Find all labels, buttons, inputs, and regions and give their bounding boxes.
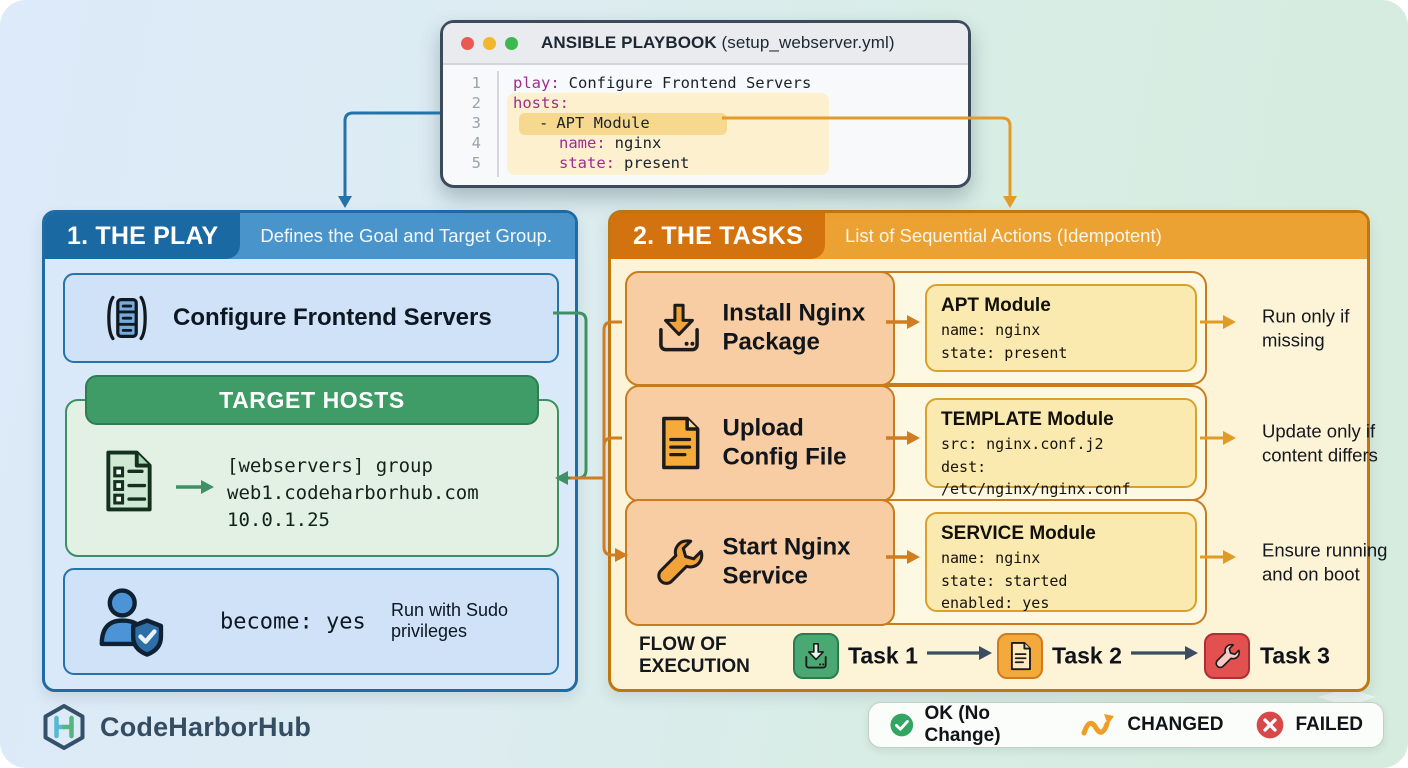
flow-step3-label: Task 3 — [1260, 642, 1330, 669]
code-line-1: 1 play: Configure Frontend Servers — [443, 73, 968, 93]
download-icon — [801, 641, 831, 671]
task-row-install-nginx: Install Nginx Package APT Module name: n… — [624, 270, 1349, 386]
yaml-dash: - — [539, 114, 549, 132]
line-number: 1 — [471, 74, 481, 92]
yaml-key: play: — [513, 74, 560, 92]
code-line-5: 5 state: present — [443, 153, 968, 173]
task3-module-title: SERVICE Module — [941, 523, 1096, 544]
code-window-titlebar: ANSIBLE PLAYBOOK (setup_webserver.yml) — [443, 23, 968, 65]
connector-play — [343, 111, 440, 197]
task3-module-code: name: nginx state: started enabled: yes — [941, 549, 1068, 612]
tasks-panel-header: 2. THE TASKS List of Sequential Actions … — [611, 213, 1367, 259]
task3-caption: Ensure running and on boot — [1262, 539, 1388, 584]
legend-changed: CHANGED — [1081, 710, 1223, 740]
tasks-panel: 2. THE TASKS List of Sequential Actions … — [608, 210, 1387, 692]
legend-failed-label: FAILED — [1295, 714, 1363, 735]
code-window: ANSIBLE PLAYBOOK (setup_webserver.yml) 1… — [440, 20, 971, 188]
flow-step1-chip — [793, 633, 839, 679]
inventory-checklist-icon — [98, 448, 160, 514]
legend-ok: OK (No Change) — [889, 703, 1049, 747]
highlight-apt-module — [519, 113, 727, 135]
code-window-title: ANSIBLE PLAYBOOK (setup_webserver.yml) — [541, 33, 895, 53]
line-number: 3 — [471, 114, 481, 132]
code-line-4: 4 name: nginx — [443, 133, 968, 153]
task1-module-title: APT Module — [941, 295, 1051, 316]
code-window-title-bold: ANSIBLE PLAYBOOK — [541, 33, 717, 52]
task-row-start-service: Start Nginx Service SERVICE Module name:… — [624, 498, 1387, 626]
download-icon — [651, 300, 707, 356]
minimize-dot-icon — [483, 36, 496, 50]
task2-title-card: Upload Config File — [624, 384, 895, 502]
flow-step2-chip — [997, 633, 1043, 679]
line-number: 4 — [471, 134, 481, 152]
become-caption: Run with Sudo privileges — [391, 599, 509, 642]
legend-failed: FAILED — [1255, 710, 1363, 740]
play-panel: 1. THE PLAY Defines the Goal and Target … — [42, 210, 578, 692]
task3-title: Start Nginx Service — [722, 533, 851, 590]
config-file-icon — [651, 415, 707, 471]
task1-caption: Run only if missing — [1262, 305, 1350, 350]
brand-logo: CodeHarborHub — [40, 703, 311, 751]
task2-module-title: TEMPLATE Module — [941, 409, 1114, 430]
status-legend: OK (No Change) CHANGED FAILED — [868, 702, 1384, 748]
arrowhead-play — [338, 196, 352, 208]
become-code: become: yes — [220, 609, 366, 634]
play-name-card: Configure Frontend Servers — [63, 273, 559, 363]
tasks-subtitle: List of Sequential Actions (Idempotent) — [845, 225, 1162, 246]
line-number: 2 — [471, 94, 481, 112]
config-file-icon — [1005, 641, 1035, 671]
play-subtitle: Defines the Goal and Target Group. — [260, 225, 553, 246]
task3-title-card: Start Nginx Service — [624, 498, 895, 626]
changed-squiggle-icon — [1081, 710, 1117, 740]
yaml-key: hosts: — [513, 94, 569, 112]
tasks-heading: 2. THE TASKS — [611, 213, 826, 259]
task2-module-code: src: nginx.conf.j2 dest: /etc/nginx/ngin… — [941, 435, 1131, 498]
play-name-label: Configure Frontend Servers — [173, 304, 492, 331]
failed-x-icon — [1255, 710, 1285, 740]
flow-step3-chip — [1204, 633, 1250, 679]
yaml-value: present — [624, 154, 690, 172]
ok-check-icon — [889, 710, 915, 740]
yaml-key: name: — [559, 134, 606, 152]
gutter-separator — [497, 71, 499, 177]
codeharborhub-hexagon-icon — [40, 703, 88, 751]
task-row-upload-config: Upload Config File TEMPLATE Module src: … — [624, 384, 1378, 502]
flow-of-execution-label: FLOW OF EXECUTION — [639, 634, 750, 678]
task1-module-code: name: nginx state: present — [941, 321, 1068, 362]
line-number: 5 — [471, 154, 481, 172]
yaml-module-ref: APT Module — [556, 114, 650, 132]
close-dot-icon — [461, 36, 474, 50]
play-heading: 1. THE PLAY — [45, 213, 241, 259]
task1-module-card: APT Module name: nginx state: present — [925, 284, 1197, 372]
play-panel-header: 1. THE PLAY Defines the Goal and Target … — [45, 213, 575, 259]
task1-title-card: Install Nginx Package — [624, 270, 895, 386]
server-icon — [101, 292, 153, 344]
target-hosts-heading: TARGET HOSTS — [85, 375, 539, 425]
wrench-icon — [1212, 641, 1242, 671]
legend-ok-label: OK (No Change) — [924, 703, 1001, 746]
task2-caption: Update only if content differs — [1262, 420, 1378, 465]
task2-title: Upload Config File — [722, 414, 847, 471]
wrench-icon — [651, 534, 707, 590]
sudo-user-shield-icon — [93, 584, 169, 660]
yaml-key: state: — [559, 154, 615, 172]
code-editor: 1 play: Configure Frontend Servers 2 host… — [443, 65, 968, 185]
maximize-dot-icon — [505, 36, 518, 50]
flow-step1-label: Task 1 — [848, 642, 918, 669]
task3-module-card: SERVICE Module name: nginx state: starte… — [925, 512, 1197, 612]
target-hosts-details: [webservers] group web1.codeharborhub.co… — [227, 455, 479, 531]
code-window-title-rest: (setup_webserver.yml) — [721, 33, 895, 52]
task2-module-card: TEMPLATE Module src: nginx.conf.j2 dest:… — [925, 398, 1197, 498]
arrowhead-tasks — [1003, 196, 1017, 208]
become-card: become: yes Run with Sudo privileges — [63, 568, 559, 675]
flow-step2-label: Task 2 — [1052, 642, 1122, 669]
yaml-value: nginx — [614, 134, 662, 152]
brand-name: CodeHarborHub — [100, 711, 312, 742]
code-line-2: 2 hosts: — [443, 93, 968, 113]
legend-changed-label: CHANGED — [1127, 714, 1224, 735]
code-line-3: 3 -APT Module — [443, 113, 968, 133]
task1-title: Install Nginx Package — [722, 299, 866, 356]
yaml-value: Configure Frontend Servers — [568, 74, 812, 92]
